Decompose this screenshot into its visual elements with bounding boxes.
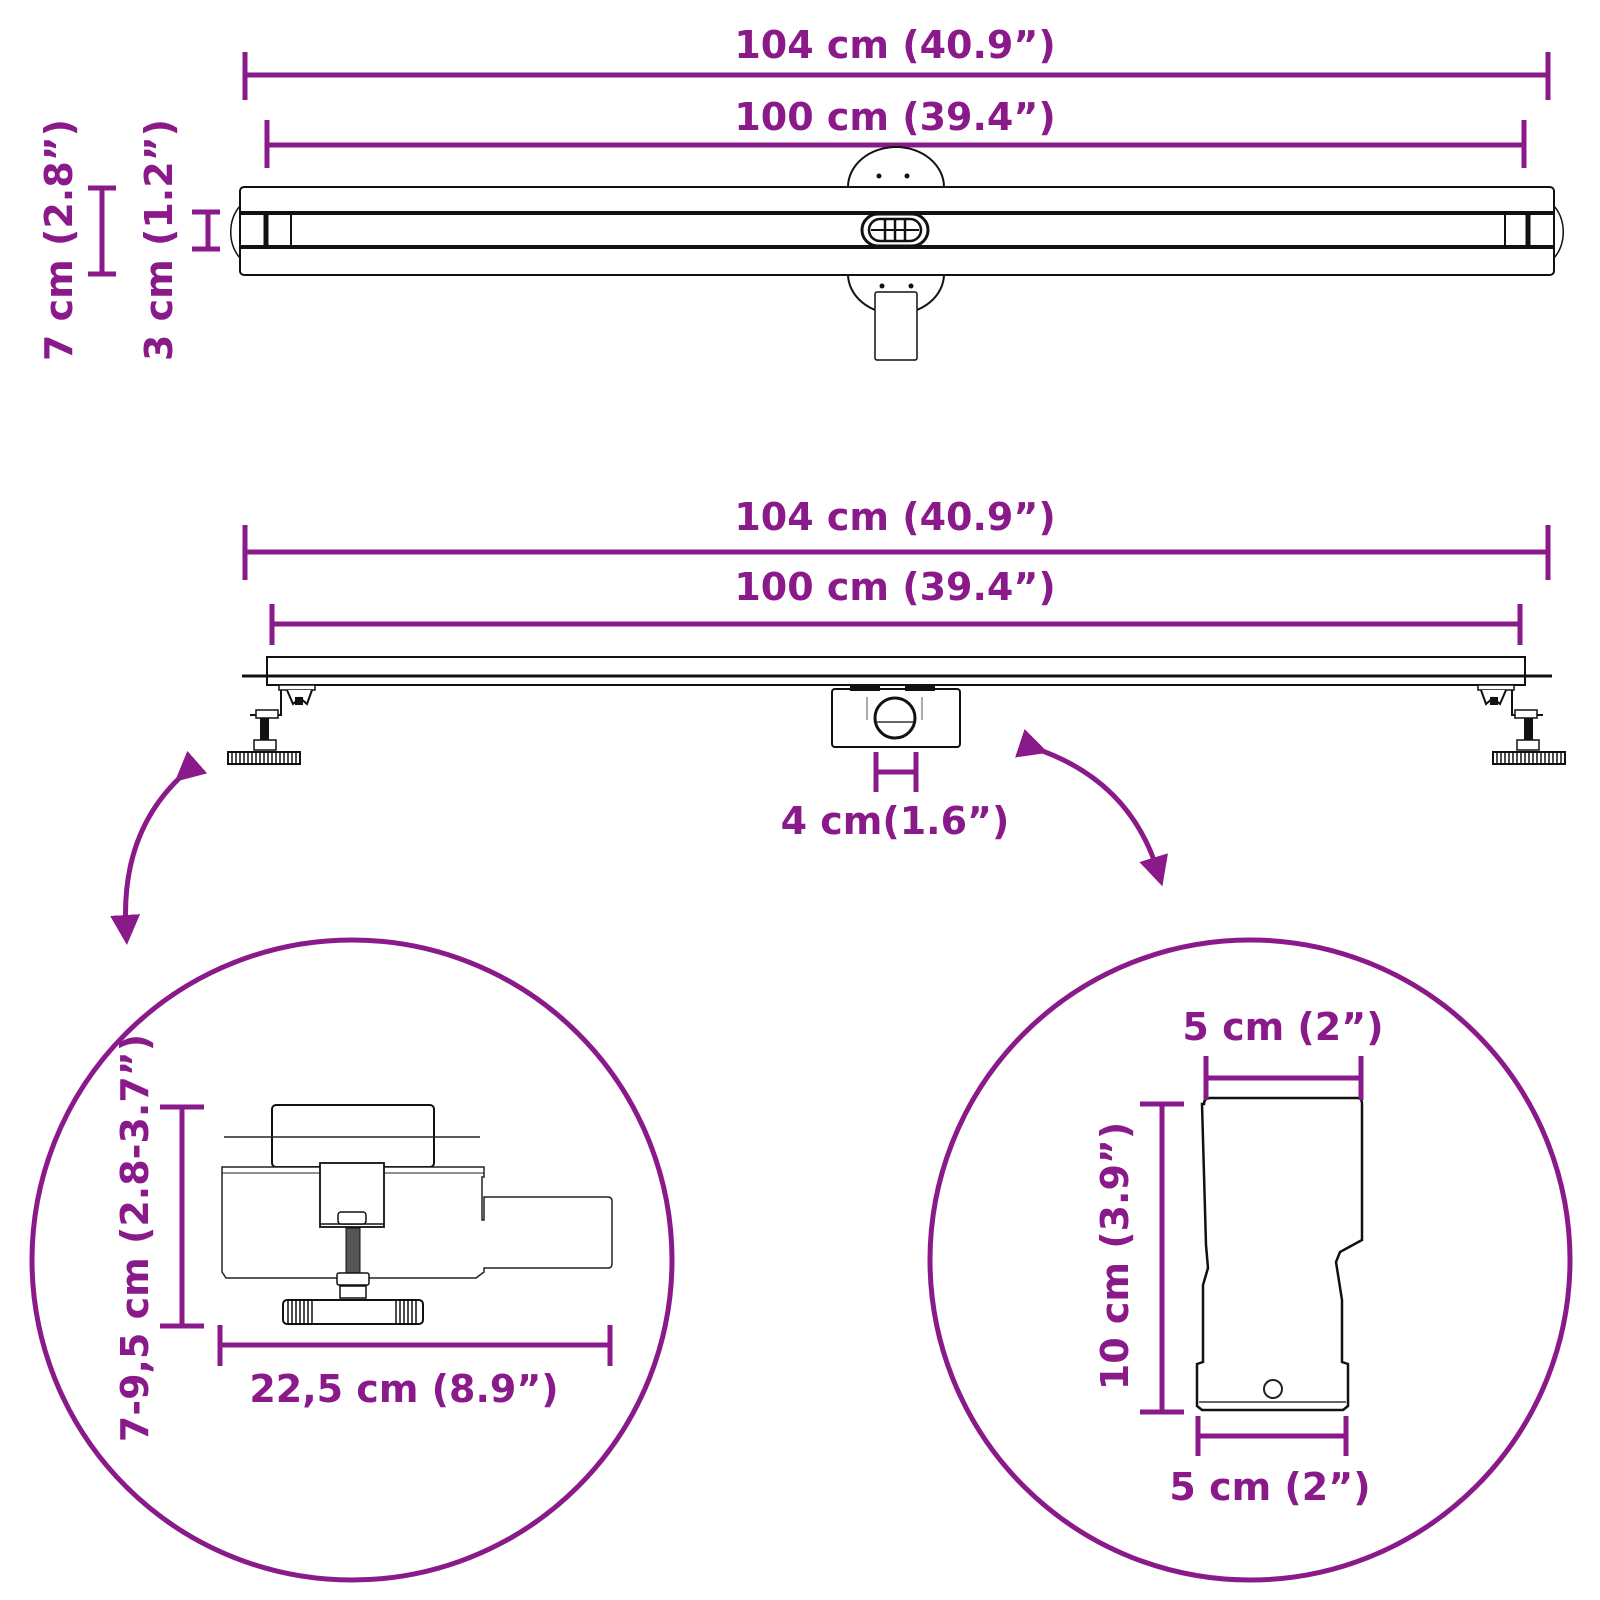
outlet-height-dimension: 10 cm (3.9”)	[1093, 1101, 1184, 1415]
foot-detail-drawing	[221, 1104, 613, 1325]
left-detail-arrow-icon	[110, 750, 208, 945]
outlet-bottom-width-label: 5 cm (2”)	[1169, 1465, 1370, 1509]
top-channel-width-dimension: 3 cm (1.2”)	[137, 119, 220, 361]
outlet-top-width-dimension: 5 cm (2”)	[1182, 1005, 1384, 1100]
strainer-icon	[860, 212, 930, 248]
top-overall-width-label: 7 cm (2.8”)	[37, 119, 81, 361]
side-drain-drawing	[227, 656, 1566, 765]
top-overall-width-dimension: 7 cm (2.8”)	[37, 119, 116, 361]
outlet-bottom-width-dimension: 5 cm (2”)	[1169, 1416, 1371, 1509]
side-grate-length-label: 100 cm (39.4”)	[734, 565, 1055, 609]
side-overall-length-dimension: 104 cm (40.9”)	[242, 495, 1551, 580]
right-adjustable-foot	[1477, 684, 1566, 765]
outlet-height-label: 10 cm (3.9”)	[1093, 1122, 1137, 1391]
top-overall-length-label: 104 cm (40.9”)	[734, 23, 1055, 67]
side-grate-length-dimension: 100 cm (39.4”)	[269, 565, 1523, 645]
top-drain-drawing	[230, 146, 1564, 361]
outlet-detail-circle: 5 cm (2”) 10 cm (3.9”) 5 cm (2”)	[927, 937, 1573, 1583]
top-grate-length-dimension: 100 cm (39.4”)	[264, 95, 1527, 168]
foot-depth-label: 22,5 cm (8.9”)	[249, 1367, 558, 1411]
top-channel-width-label: 3 cm (1.2”)	[137, 119, 181, 361]
top-grate-length-label: 100 cm (39.4”)	[734, 95, 1055, 139]
outlet-pipe-drawing	[1195, 1096, 1364, 1412]
top-overall-length-dimension: 104 cm (40.9”)	[242, 23, 1551, 100]
foot-detail-circle: 7-9,5 cm (2.8-3.7”) 22,5 cm (8.9”)	[29, 937, 675, 1583]
outlet-diameter-label: 4 cm(1.6”)	[781, 799, 1010, 843]
foot-depth-dimension: 22,5 cm (8.9”)	[217, 1325, 613, 1411]
side-overall-length-label: 104 cm (40.9”)	[734, 495, 1055, 539]
left-adjustable-foot	[227, 684, 316, 765]
foot-height-dimension: 7-9,5 cm (2.8-3.7”)	[113, 1034, 204, 1442]
foot-height-label: 7-9,5 cm (2.8-3.7”)	[113, 1034, 157, 1442]
outlet-diameter-dimension: 4 cm(1.6”)	[781, 752, 1010, 843]
outlet-top-width-label: 5 cm (2”)	[1182, 1005, 1383, 1049]
top-view: 104 cm (40.9”) 100 cm (39.4”)	[37, 23, 1564, 361]
side-view: 104 cm (40.9”) 100 cm (39.4”)	[227, 495, 1566, 843]
right-detail-arrow-icon	[1015, 729, 1168, 887]
